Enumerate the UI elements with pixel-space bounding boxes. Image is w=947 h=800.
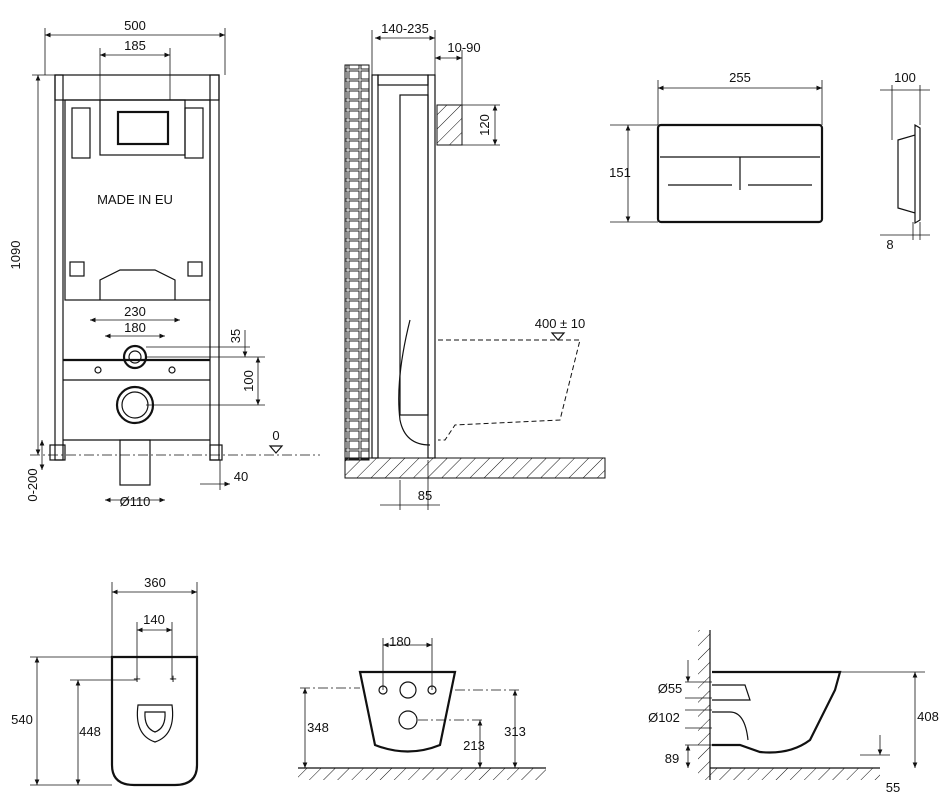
dim-plate-thickness: 8 xyxy=(886,237,893,252)
dim-outlet-height: 89 xyxy=(665,751,679,766)
dim-drain-offset: 85 xyxy=(418,488,432,503)
bowl-top-view: + + 360 140 540 448 xyxy=(11,575,199,787)
frame-front-view: MADE IN EU 500 185 1090 230 180 35 100 xyxy=(8,18,320,509)
dim-pipe-spacing: 100 xyxy=(241,370,256,392)
bowl-front-view: 180 348 313 213 xyxy=(298,634,546,780)
zero-level-label: 0 xyxy=(272,428,279,443)
dim-base-offset: 55 xyxy=(886,780,900,795)
dim-seat-height: 400 ± 10 xyxy=(535,316,586,331)
dim-pipe-offset: 35 xyxy=(228,329,243,343)
dim-bolt-spacing: 140 xyxy=(143,612,165,627)
frame-side-view: 140-235 10-90 120 400 ± 10 85 xyxy=(344,21,606,510)
dim-frame-depth: 140-235 xyxy=(381,21,429,36)
dim-inlet-diameter: Ø55 xyxy=(658,681,683,696)
dim-leg-offset: 40 xyxy=(234,469,248,484)
dim-plate-height: 120 xyxy=(477,114,492,136)
dim-inlet-height: 213 xyxy=(463,738,485,753)
dim-bolt-distance: 448 xyxy=(79,724,101,739)
flush-plate-view: 255 151 100 8 xyxy=(609,70,930,252)
dim-outlet-diameter: Ø102 xyxy=(648,710,680,725)
dim-plate-depth: 100 xyxy=(894,70,916,85)
dim-plate-width: 255 xyxy=(729,70,751,85)
brand-label: MADE IN EU xyxy=(97,192,173,207)
dim-outlet-height: 313 xyxy=(504,724,526,739)
dim-bolt-spacing: 180 xyxy=(389,634,411,649)
dim-frame-width: 500 xyxy=(124,18,146,33)
dim-bowl-length: 540 xyxy=(11,712,33,727)
svg-text:+: + xyxy=(169,671,177,686)
bowl-side-view: Ø55 Ø102 89 408 55 xyxy=(648,630,939,795)
dim-bowl-height: 408 xyxy=(917,709,939,724)
dim-wall-gap: 10-90 xyxy=(447,40,480,55)
dim-bolt-outer: 230 xyxy=(124,304,146,319)
dim-bolt-inner: 180 xyxy=(124,320,146,335)
dim-drain-diameter: Ø110 xyxy=(120,494,151,509)
dim-bowl-width: 360 xyxy=(144,575,166,590)
dim-frame-height: 1090 xyxy=(8,241,23,270)
dim-plate-height: 151 xyxy=(609,165,631,180)
dim-leg-adjust: 0-200 xyxy=(25,468,40,501)
dim-bowl-height: 348 xyxy=(307,720,329,735)
dim-plate-width: 185 xyxy=(124,38,146,53)
